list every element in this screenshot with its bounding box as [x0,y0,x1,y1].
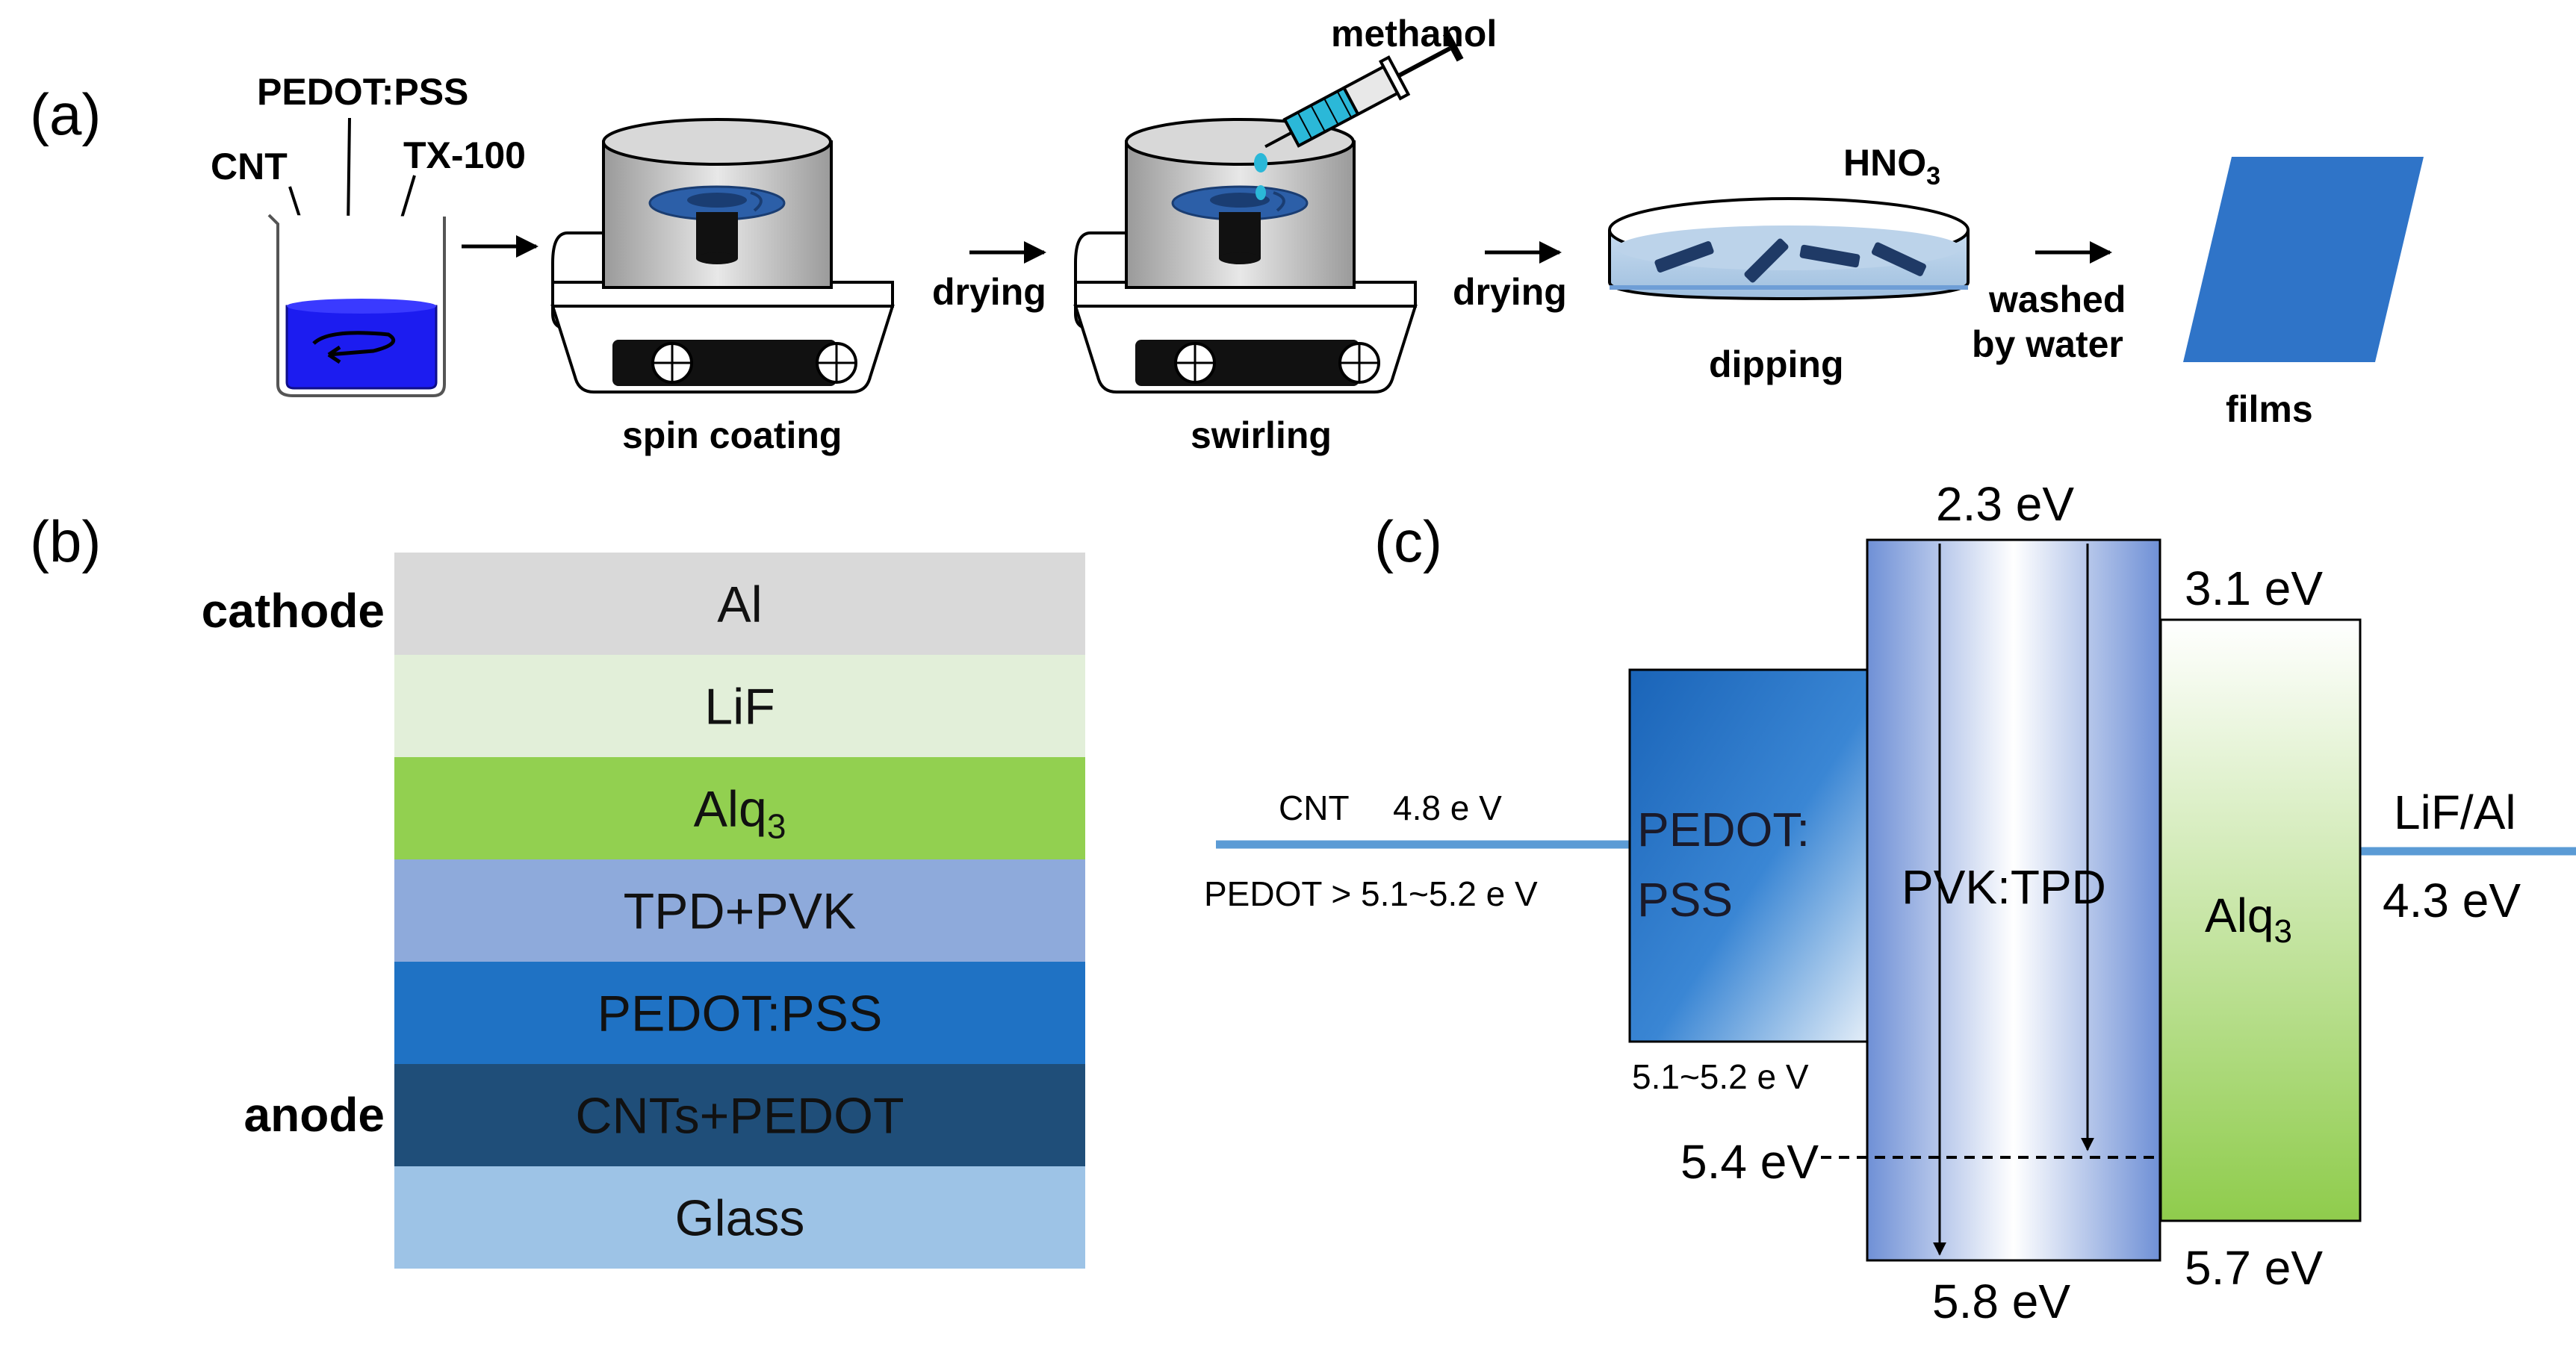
layer-pedot-pss-band [394,962,1085,1064]
petri-dish-icon [1608,197,1970,301]
cnt-value-label: 4.8 e V [1393,788,1502,827]
lif-al-value-label: 4.3 eV [2383,874,2521,927]
swirling-label: swirling [1191,414,1332,456]
alq3-lumo-label: 3.1 eV [2185,561,2323,615]
alq3-homo-label: 5.7 eV [2185,1241,2323,1295]
layer-label: Alq3 [694,781,786,846]
cnt-name-label: CNT [1279,788,1350,827]
layer-cnts-pedot-band [394,1064,1085,1166]
pvk-tpd-label: PVK:TPD [1902,860,2106,914]
layer-label: PEDOT:PSS [598,986,883,1042]
layer-glass-band [394,1166,1085,1269]
film-icon [2183,157,2424,362]
washed-label-line1: washed [1988,279,2126,320]
panel-c: (c) CNT 4.8 e V PEDOT > 5.1~5.2 e V PEDO… [1204,477,2576,1328]
pvk-tpd-level-box [1866,538,2161,1262]
pedot-pss-level-box [1628,668,1869,1043]
alq3-label: Alq3 [2205,889,2292,950]
layer-tpd-pvk-band [394,859,1085,962]
films-label: films [2226,388,2313,430]
washed-label-line2: by water [1972,323,2123,365]
layer-label: LiF [704,679,775,735]
lif-al-name-label: LiF/Al [2394,786,2516,839]
spin-coating-label: spin coating [622,414,842,456]
methanol-label: methanol [1331,13,1497,55]
cathode-label: cathode [202,584,385,638]
layer-lif-band [394,655,1085,757]
spin-coater-icon [550,118,895,393]
pedot-workfunction-label: PEDOT > 5.1~5.2 e V [1204,874,1538,913]
beaker-icon [267,214,446,397]
anode-label: anode [244,1088,385,1142]
cnt-label: CNT [211,146,288,187]
tx100-label: TX-100 [403,134,526,176]
layer-alq-band [394,757,1085,859]
syringe-icon [1264,31,1464,149]
drying-2-label: drying [1453,271,1567,313]
pvk-homo-label: 5.8 eV [1932,1275,2070,1328]
layer-label: Glass [675,1190,805,1247]
swirling-coater-icon [1073,118,1418,393]
pedot-homo-label: 5.1~5.2 e V [1632,1057,1809,1096]
panel-a: (a) CNT PEDOT:PSS TX-100 [30,13,2424,456]
layer-al-band [394,553,1085,655]
alq3-level-box [2159,618,2362,1222]
pedot-label-line1: PEDOT: [1637,803,1810,856]
panel-b-label: (b) [30,508,101,574]
layer-label: Al [717,576,762,633]
layer-label: TPD+PVK [624,883,857,940]
dipping-label: dipping [1709,343,1844,385]
panel-c-label: (c) [1374,508,1442,574]
pvk-lumo-label: 2.3 eV [1936,477,2074,531]
pedot-label-line2: PSS [1637,873,1733,927]
drying-1-label: drying [932,271,1046,313]
tpd-homo-label: 5.4 eV [1680,1135,1819,1189]
pedot-pss-label: PEDOT:PSS [257,71,468,113]
panel-a-label: (a) [30,81,101,147]
hno3-label: HNO3 [1843,142,1940,190]
layer-label: CNTs+PEDOT [575,1088,904,1145]
